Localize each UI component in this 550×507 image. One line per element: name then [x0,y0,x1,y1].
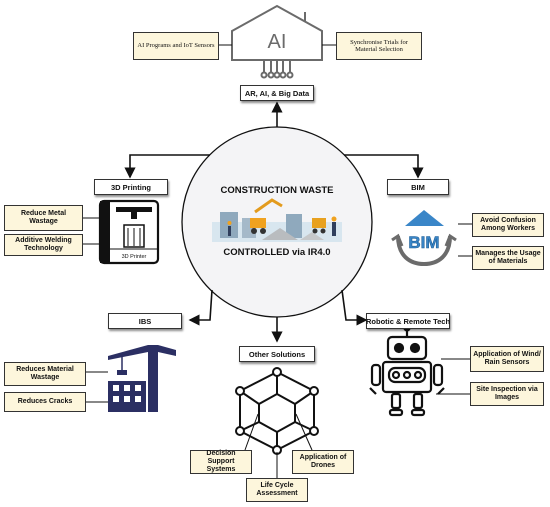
center-title: CONSTRUCTION WASTE [220,185,334,196]
application-of-drones-box: Application of Drones [292,450,354,474]
bim-hands-logo: BIM [391,210,457,267]
category-ar-ai-big-data: AR, AI, & Big Data [240,85,314,101]
category-other-solutions: Other Solutions [239,346,315,362]
category-3d-printing: 3D Printing [94,179,168,195]
svg-text:BIM: BIM [408,233,439,252]
reduces-cracks-box: Reduces Cracks [4,392,86,412]
avoid-confusion-box: Avoid Confusion Among Workers [472,213,544,237]
robot-icon [369,324,445,417]
reduce-metal-wastage-box: Reduce Metal Wastage [4,205,83,231]
construction-scene-illustration [212,198,342,242]
wind-rain-sensors-box: Application of Wind/ Rain Sensors [470,346,544,372]
synchronise-trials-box: Synchronise Trials for Material Selectio… [336,32,422,60]
connector-lines [124,101,424,343]
site-inspection-box: Site Inspection via Images [470,382,544,406]
category-bim: BIM [387,179,449,195]
item-connectors [83,217,472,478]
manages-usage-box: Manages the Usage of Materials [472,246,544,270]
category-robotic-remote-tech: Robotic & Remote Tech [366,313,450,329]
reduces-material-wastage-box: Reduces Material Wastage [4,362,86,386]
3d-printer-label: 3D Printer [122,254,147,260]
ai-house-label: AI [268,31,287,53]
ai-programs-box: AI Programs and IoT Sensors [133,32,219,60]
3d-printer-icon [98,199,160,265]
ibs-crane-icon [108,345,176,412]
additive-welding-box: Additive Welding Technology [4,234,83,256]
network-hexagon-icon [235,367,319,455]
life-cycle-assessment-box: Life Cycle Assessment [246,478,308,502]
category-ibs: IBS [108,313,182,329]
decision-support-box: Decision Support Systems [190,450,252,474]
center-subtitle: CONTROLLED via IR4.0 [223,247,331,258]
